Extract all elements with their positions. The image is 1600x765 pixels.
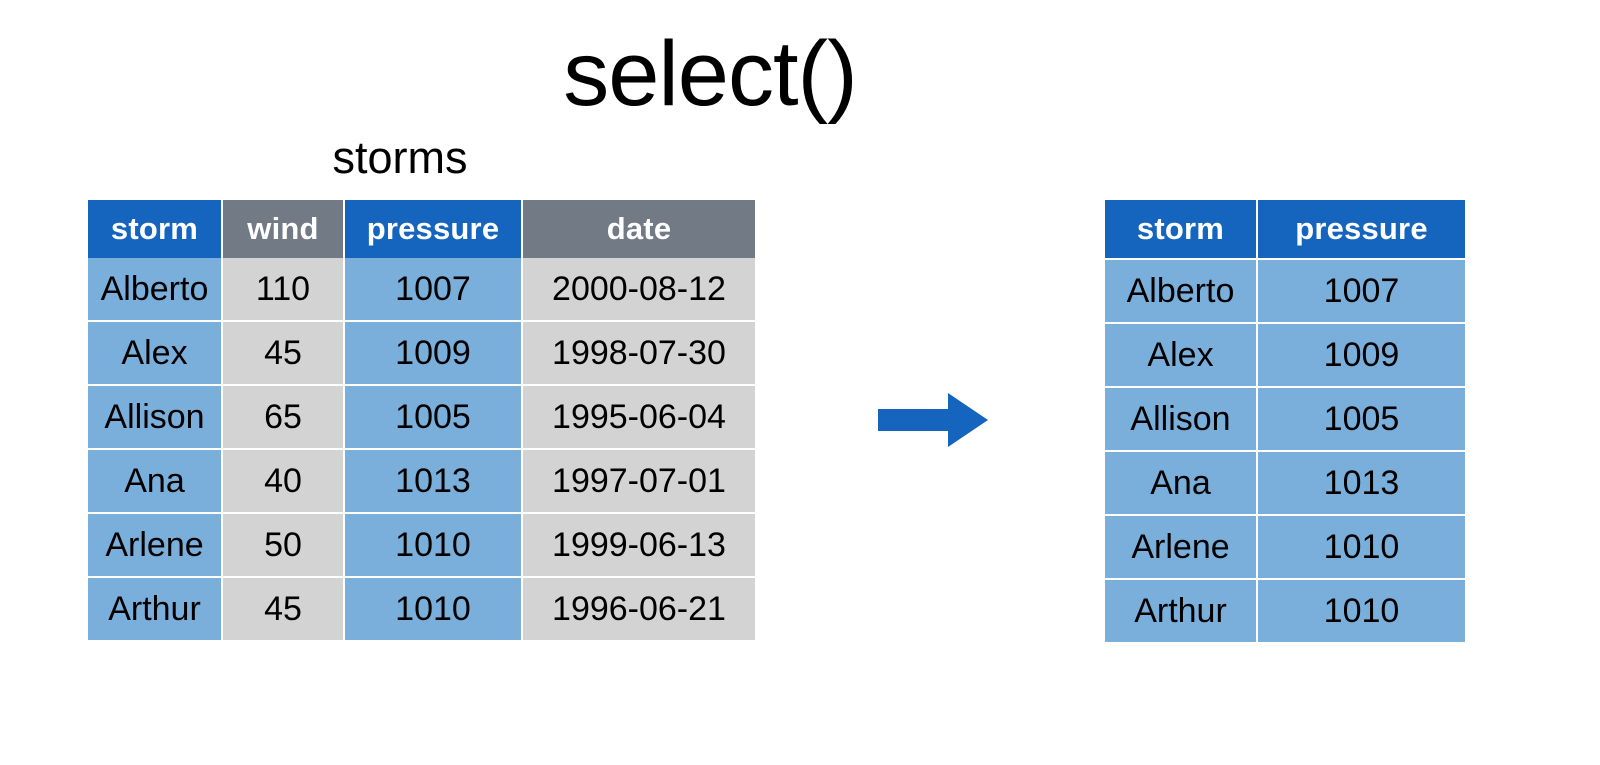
- table-row: Arthur 45 1010 1996-06-21: [88, 576, 755, 640]
- cell-storm: Allison: [88, 384, 222, 449]
- table-header-row: storm wind pressure date: [88, 200, 755, 258]
- table-row: Arlene 1010: [1105, 514, 1465, 579]
- cell-storm: Alberto: [88, 258, 222, 321]
- cell-pressure: 1010: [1256, 578, 1465, 642]
- cell-pressure: 1013: [1256, 450, 1465, 515]
- cell-storm: Ana: [88, 448, 222, 513]
- cell-storm: Allison: [1105, 386, 1257, 451]
- table-row: Arthur 1010: [1105, 578, 1465, 642]
- cell-wind: 45: [221, 576, 344, 640]
- table-row: Allison 1005: [1105, 386, 1465, 451]
- cell-storm: Ana: [1105, 450, 1257, 515]
- cell-date: 1997-07-01: [521, 448, 755, 513]
- cell-wind: 45: [221, 320, 344, 385]
- column-header-storm[interactable]: storm: [88, 200, 222, 258]
- cell-storm: Arlene: [88, 512, 222, 577]
- cell-storm: Arthur: [88, 576, 222, 640]
- source-table-caption: storms: [332, 132, 468, 183]
- cell-date: 1996-06-21: [521, 576, 755, 640]
- table-row: Arlene 50 1010 1999-06-13: [88, 512, 755, 577]
- column-header-pressure[interactable]: pressure: [343, 200, 522, 258]
- column-header-wind[interactable]: wind: [221, 200, 344, 258]
- table-row: Allison 65 1005 1995-06-04: [88, 384, 755, 449]
- cell-pressure: 1005: [1256, 386, 1465, 451]
- table-row: Alex 1009: [1105, 322, 1465, 387]
- column-header-pressure[interactable]: pressure: [1256, 200, 1465, 259]
- table-row: Alberto 110 1007 2000-08-12: [88, 258, 755, 321]
- cell-pressure: 1010: [343, 576, 522, 640]
- table-row: Ana 1013: [1105, 450, 1465, 515]
- cell-pressure: 1007: [1256, 258, 1465, 323]
- cell-pressure: 1009: [1256, 322, 1465, 387]
- cell-wind: 110: [221, 258, 344, 321]
- cell-pressure: 1005: [343, 384, 522, 449]
- cell-wind: 65: [221, 384, 344, 449]
- cell-date: 1995-06-04: [521, 384, 755, 449]
- cell-date: 2000-08-12: [521, 258, 755, 321]
- cell-pressure: 1010: [343, 512, 522, 577]
- column-header-date[interactable]: date: [521, 200, 755, 258]
- result-table: storm pressure Alberto 1007 Alex 1009 Al…: [1105, 200, 1465, 642]
- table-row: Alex 45 1009 1998-07-30: [88, 320, 755, 385]
- cell-pressure: 1010: [1256, 514, 1465, 579]
- cell-date: 1998-07-30: [521, 320, 755, 385]
- cell-storm: Arlene: [1105, 514, 1257, 579]
- cell-pressure: 1007: [343, 258, 522, 321]
- cell-storm: Alex: [88, 320, 222, 385]
- cell-pressure: 1013: [343, 448, 522, 513]
- table-row: Alberto 1007: [1105, 258, 1465, 323]
- page-title: select(): [563, 23, 858, 125]
- cell-storm: Alberto: [1105, 258, 1257, 323]
- cell-pressure: 1009: [343, 320, 522, 385]
- table-header-row: storm pressure: [1105, 200, 1465, 259]
- cell-storm: Alex: [1105, 322, 1257, 387]
- cell-wind: 50: [221, 512, 344, 577]
- cell-date: 1999-06-13: [521, 512, 755, 577]
- cell-wind: 40: [221, 448, 344, 513]
- cell-storm: Arthur: [1105, 578, 1257, 642]
- column-header-storm[interactable]: storm: [1105, 200, 1257, 259]
- table-row: Ana 40 1013 1997-07-01: [88, 448, 755, 513]
- arrow-right-icon: [878, 393, 988, 447]
- source-table: storm wind pressure date Alberto 110 100…: [88, 200, 755, 640]
